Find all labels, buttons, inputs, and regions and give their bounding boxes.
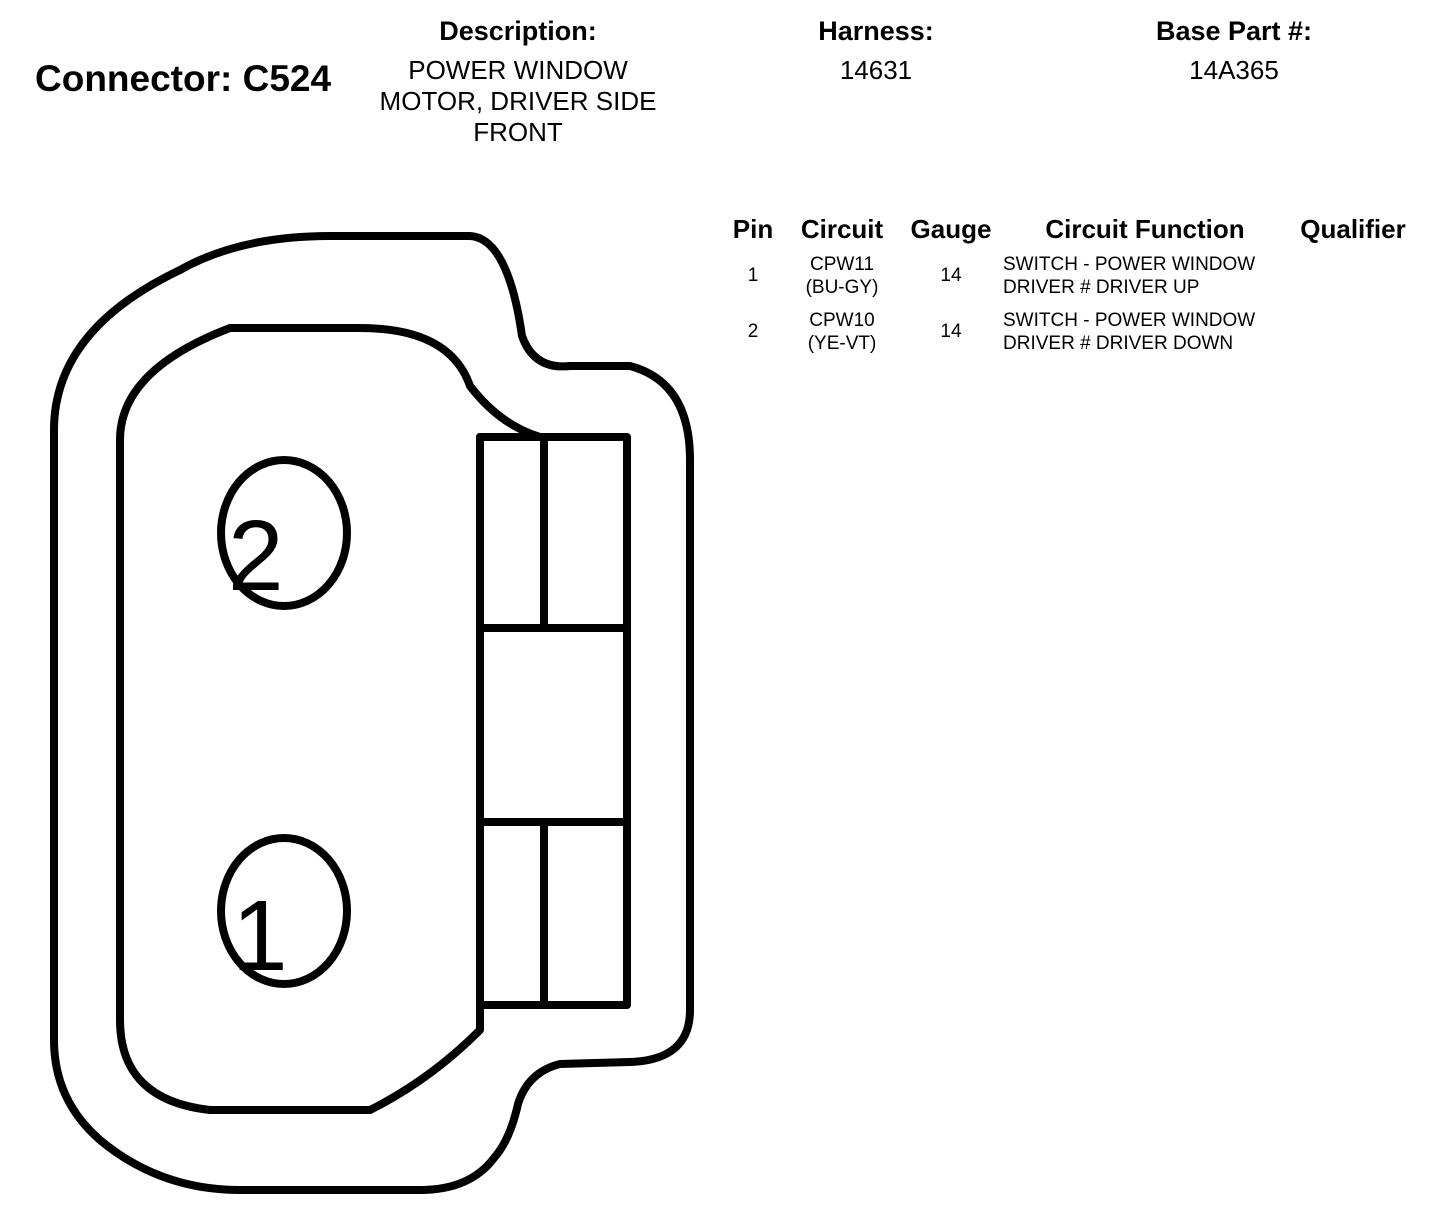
row-1-gauge: 14 — [940, 265, 962, 286]
row-2-circuit-id: CPW10 — [809, 310, 875, 331]
table-header-gauge: Gauge — [910, 214, 992, 244]
base-part-value: 14A365 — [1189, 55, 1279, 85]
description-line: MOTOR, DRIVER SIDE — [379, 86, 657, 116]
row-2-pin: 2 — [747, 321, 759, 342]
table-header-circuit-function: Circuit Function — [1045, 214, 1245, 244]
pin-2-label: 2 — [228, 500, 284, 612]
table-header-circuit: Circuit — [800, 214, 884, 244]
row-2-gauge: 14 — [940, 321, 962, 342]
description-value: POWER WINDOW MOTOR, DRIVER SIDE FRONT — [358, 55, 678, 148]
row-1-function-line: SWITCH - POWER WINDOW — [1003, 254, 1256, 275]
harness-label: Harness: — [818, 16, 934, 46]
row-1-function-line: DRIVER # DRIVER UP — [1003, 277, 1200, 298]
row-2-function-line: SWITCH - POWER WINDOW — [1003, 310, 1256, 331]
description-line: FRONT — [473, 117, 563, 147]
latch-block — [476, 433, 631, 1009]
pin-2-cavity — [217, 456, 351, 610]
row-2-circuit: CPW10 (YE-VT) — [792, 309, 892, 355]
table-header-pin: Pin — [732, 214, 774, 244]
pin-1-label: 1 — [232, 880, 288, 992]
row-2-function: SWITCH - POWER WINDOW DRIVER # DRIVER DO… — [1003, 309, 1303, 355]
connector-title: Connector: C524 — [35, 58, 332, 99]
description-line: POWER WINDOW — [408, 55, 628, 85]
row-1-function: SWITCH - POWER WINDOW DRIVER # DRIVER UP — [1003, 253, 1303, 299]
base-part-label: Base Part #: — [1155, 16, 1313, 46]
row-2-circuit-color: (YE-VT) — [807, 333, 877, 354]
connector-outer-shell — [50, 232, 694, 1194]
row-1-circuit: CPW11 (BU-GY) — [792, 253, 892, 299]
row-1-circuit-id: CPW11 — [809, 254, 875, 275]
table-header-qualifier: Qualifier — [1300, 214, 1406, 244]
connector-inner-cavity — [116, 324, 544, 1114]
description-label: Description: — [439, 16, 597, 46]
row-1-circuit-color: (BU-GY) — [805, 277, 879, 298]
row-2-function-line: DRIVER # DRIVER DOWN — [1003, 333, 1234, 354]
pin-1-cavity — [217, 834, 351, 988]
harness-value: 14631 — [839, 55, 913, 85]
row-1-pin: 1 — [747, 265, 759, 286]
